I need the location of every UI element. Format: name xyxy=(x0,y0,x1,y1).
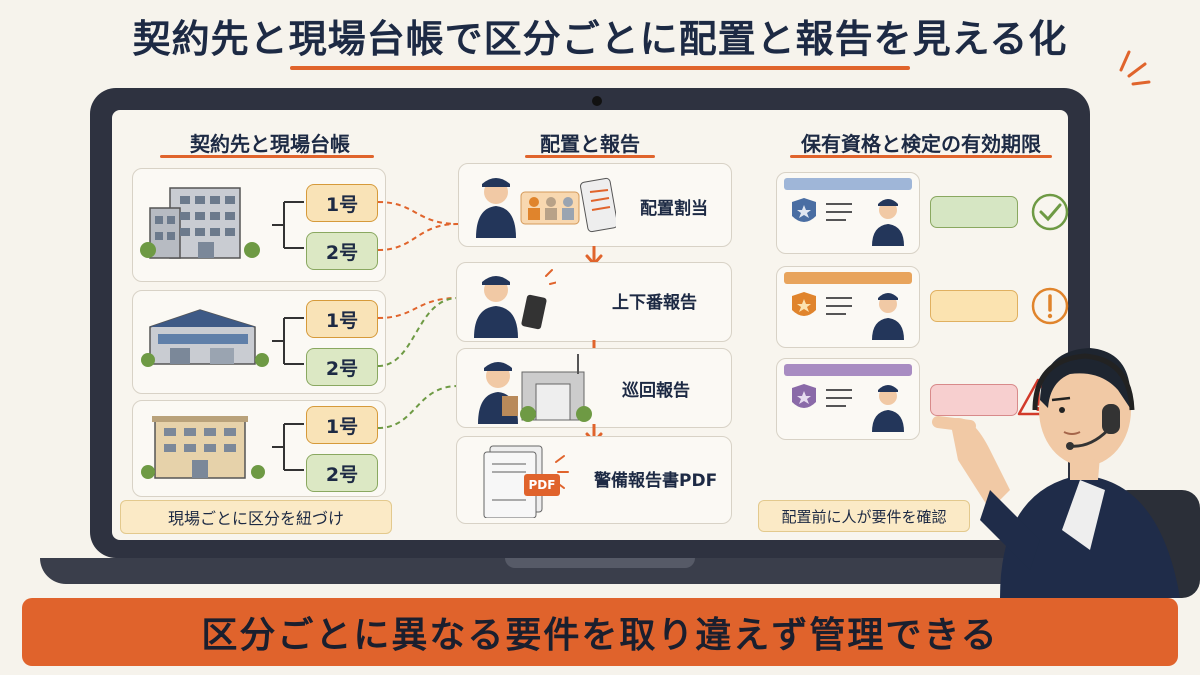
warehouse-building-icon xyxy=(141,309,269,367)
guard-patrol-icon xyxy=(478,354,592,424)
webcam xyxy=(592,96,602,106)
qualifications-title-underline xyxy=(790,155,1052,158)
flow-step-4-label: 警備報告書PDF xyxy=(594,471,718,491)
office-building-icon xyxy=(140,187,260,259)
status-bar-valid xyxy=(930,196,1018,228)
site-3-branch-lines xyxy=(272,423,304,471)
ledger-title-underline xyxy=(160,155,374,158)
title-underline xyxy=(290,66,910,70)
flow-title-underline xyxy=(525,155,655,158)
exclamation-icon xyxy=(1031,287,1069,325)
qualifications-section-title: 保有資格と検定の有効期限 xyxy=(801,132,1041,156)
id-card-blue-icon xyxy=(784,178,912,246)
guard-assignment-icon xyxy=(476,177,616,238)
site-2-tag-2[interactable]: 2号 xyxy=(306,348,378,386)
bottom-banner: 区分ごとに異なる要件を取り違えず管理できる xyxy=(22,598,1178,666)
flow-step-2-label: 上下番報告 xyxy=(612,293,697,313)
status-bar-expired xyxy=(930,384,1018,416)
apartment-building-icon xyxy=(141,416,265,479)
pdf-badge: PDF xyxy=(524,474,560,496)
status-bar-expiring xyxy=(930,290,1018,322)
operator-with-headset-illustration xyxy=(932,348,1200,598)
flow-section-title: 配置と報告 xyxy=(540,132,640,156)
qualifications-note: 配置前に人が要件を確認 xyxy=(758,500,970,532)
site-3-tag-1[interactable]: 1号 xyxy=(306,406,378,444)
site-2-tag-1[interactable]: 1号 xyxy=(306,300,378,338)
page-title: 契約先と現場台帳で区分ごとに配置と報告を見える化 xyxy=(132,17,1068,61)
site-2-branch-lines xyxy=(272,317,304,365)
flow-step-3-label: 巡回報告 xyxy=(622,381,690,401)
laptop-notch xyxy=(505,558,695,568)
site-3-tag-2[interactable]: 2号 xyxy=(306,454,378,492)
id-card-purple-icon xyxy=(784,364,912,432)
flow-step-1-label: 配置割当 xyxy=(640,199,708,219)
site-1-tag-1[interactable]: 1号 xyxy=(306,184,378,222)
check-icon xyxy=(1031,193,1069,231)
id-card-orange-icon xyxy=(784,272,912,340)
guard-phone-icon xyxy=(474,269,556,338)
ledger-section-title: 契約先と現場台帳 xyxy=(190,132,350,156)
site-1-branch-lines xyxy=(272,201,304,249)
spark-lines-decoration xyxy=(1119,50,1151,86)
site-1-tag-2[interactable]: 2号 xyxy=(306,232,378,270)
connector-arrows xyxy=(377,201,466,429)
ledger-note: 現場ごとに区分を紐づけ xyxy=(120,500,392,534)
